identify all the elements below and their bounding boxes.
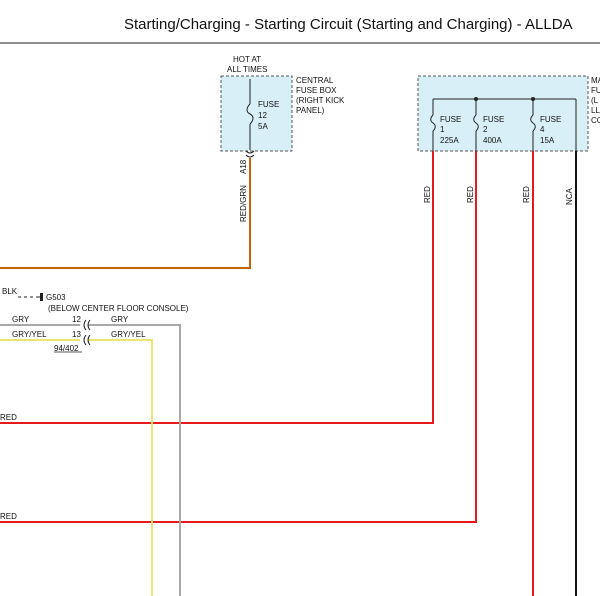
fuse-4-number: 4 (540, 125, 545, 134)
red-grn-wire (0, 158, 251, 269)
central-box-name-1: CENTRAL (296, 76, 334, 85)
main-box-name-4: LL (591, 106, 600, 115)
ground-symbol-icon (37, 293, 43, 301)
fuse-1-red-wire (0, 151, 434, 424)
all-times-label: ALL TIMES (227, 65, 267, 74)
left-red-lower-label: RED (0, 512, 17, 521)
fuse-2-number: 2 (483, 125, 488, 134)
connector-id: 94/402 (54, 344, 79, 353)
page-title: Starting/Charging - Starting Circuit (St… (124, 16, 573, 33)
fuse-1-rating: 225A (440, 136, 459, 145)
pin-a18-label: A18 (239, 159, 248, 174)
fuse-12-number: 12 (258, 111, 267, 120)
gry-yel-wire-right (88, 339, 153, 596)
fuse-4-word: FUSE (540, 115, 561, 124)
main-box-name-3: (L (591, 96, 599, 105)
pin-13-label: 13 (72, 330, 81, 339)
connector-pin-13-symbol (83, 334, 91, 346)
pin-12-label: 12 (72, 315, 81, 324)
fuse-1-word: FUSE (440, 115, 461, 124)
fuse-4-rating: 15A (540, 136, 555, 145)
nca-wire-label: NCA (565, 187, 574, 205)
right-gry-yel-label: GRY/YEL (111, 330, 146, 339)
connector-pin-12-symbol (83, 319, 91, 331)
fuse-2-wire-label: RED (466, 186, 475, 203)
main-box-name-1: MA (591, 76, 600, 85)
fuse-2-symbol (473, 99, 479, 151)
fuse-2-word: FUSE (483, 115, 504, 124)
left-gry-yel-label: GRY/YEL (12, 330, 47, 339)
fuse-2-rating: 400A (483, 136, 502, 145)
red-grn-wire-label: RED/GRN (239, 185, 248, 222)
gry-wire-right (88, 324, 181, 596)
ground-name: G503 (46, 293, 66, 302)
central-box-name-3: (RIGHT KICK (296, 96, 345, 105)
fuse-12-word: FUSE (258, 100, 279, 109)
fuse-1-symbol (430, 99, 436, 151)
fuse-4-wire-label: RED (522, 186, 531, 203)
fuse-4-symbol (530, 99, 536, 151)
central-box-name-4: PANEL) (296, 106, 325, 115)
hot-at-label: HOT AT (233, 55, 261, 64)
right-gry-label: GRY (111, 315, 129, 324)
blk-wire-label: BLK (2, 287, 18, 296)
central-box-name-2: FUSE BOX (296, 86, 337, 95)
fuse-1-number: 1 (440, 125, 445, 134)
fuse-1-wire-label: RED (423, 186, 432, 203)
central-fuse-box (220, 75, 293, 152)
left-gry-label: GRY (12, 315, 30, 324)
ground-location: (BELOW CENTER FLOOR CONSOLE) (48, 304, 189, 313)
fuse-2-red-wire (0, 151, 477, 523)
main-box-name-5: CO (591, 116, 600, 125)
fuse-12-rating: 5A (258, 122, 268, 131)
fuse-12-symbol (245, 79, 255, 158)
main-fuse-box (417, 75, 589, 152)
main-box-name-2: FU (591, 86, 600, 95)
left-red-upper-label: RED (0, 413, 17, 422)
